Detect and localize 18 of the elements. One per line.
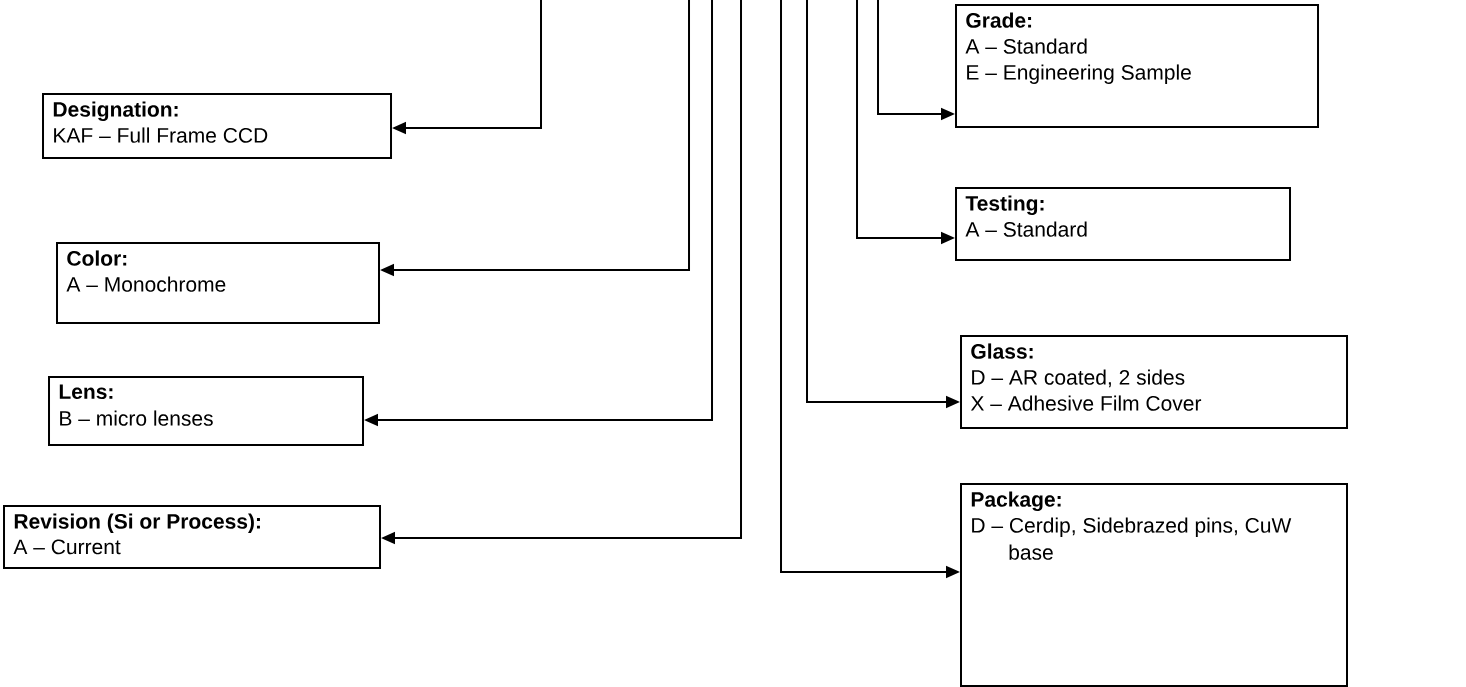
option-text: D – AR coated, 2 sides	[972, 369, 1185, 388]
heading: Designation:	[53, 101, 178, 122]
option-text: A – Monochrome	[66, 276, 226, 292]
heading: Color:	[67, 250, 127, 266]
option-text: A – Current	[13, 539, 121, 555]
option-text: KAF – Full Frame CCD	[54, 127, 268, 143]
heading: Testing:	[965, 195, 1044, 216]
option-text: A – Standard	[965, 221, 1087, 237]
heading: Grade:	[966, 12, 1032, 28]
heading: Package:	[971, 491, 1061, 512]
option-text: B – micro lenses	[60, 410, 213, 426]
heading: Glass:	[971, 343, 1033, 359]
option-text: A – Standard	[965, 38, 1087, 54]
heading: Lens:	[59, 384, 113, 400]
option-text: D – Cerdip, Sidebrazed pins, CuW base	[972, 517, 1292, 560]
option-text: X – Adhesive Film Cover	[970, 395, 1202, 411]
heading: Revision (Si or Process):	[14, 513, 260, 533]
option-text: E – Engineering Sample	[967, 64, 1191, 84]
